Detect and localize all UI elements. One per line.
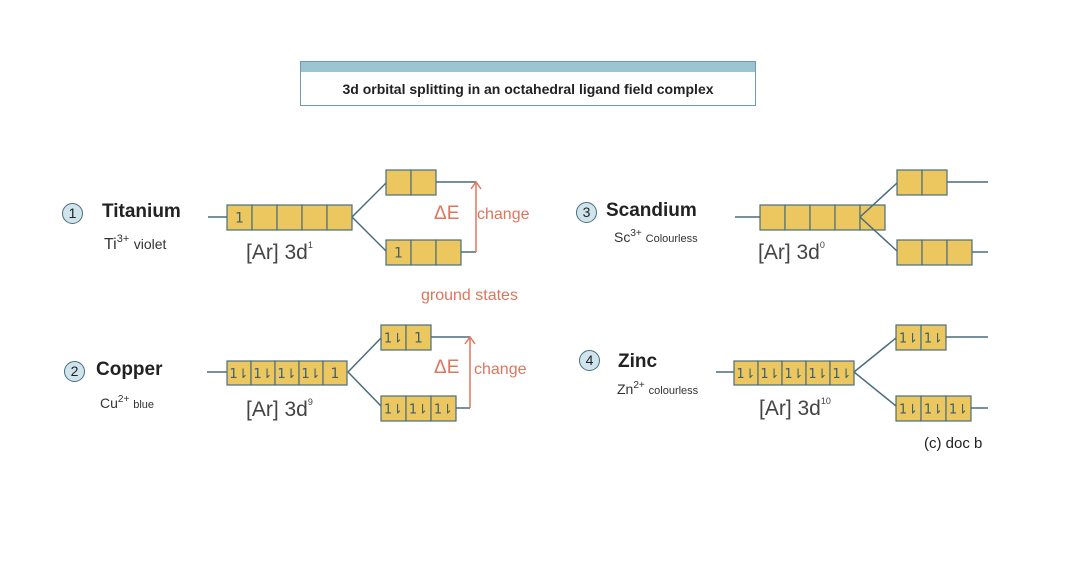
sc-degenerate-orbital-box bbox=[759, 204, 786, 231]
panel-number-4: 4 bbox=[579, 350, 600, 371]
delta-e-label-titanium: ΔE bbox=[434, 203, 460, 224]
sc-upper-orbital-box bbox=[896, 169, 923, 196]
zn-upper-orbital-box bbox=[920, 324, 947, 351]
zn-upper-paired-electrons: 1⇂ bbox=[924, 332, 943, 347]
config-zinc: [Ar] 3d10 bbox=[759, 396, 831, 420]
cu-degenerate-paired-electrons: 1⇂ bbox=[301, 367, 320, 382]
sc-degenerate-orbital-box bbox=[859, 204, 886, 231]
diagram-title: 3d orbital splitting in an octahedral li… bbox=[342, 81, 714, 97]
sc-lower-orbital-box bbox=[946, 239, 973, 266]
zn-degenerate-orbital-box bbox=[805, 360, 831, 386]
ti-lower-orbital-box bbox=[435, 239, 462, 266]
sc-degenerate-orbital-box bbox=[834, 204, 861, 231]
cu-split-line-upper bbox=[347, 337, 382, 373]
cu-upper-single-electron: 1 bbox=[414, 331, 423, 347]
ti-lower-orbital-box bbox=[410, 239, 437, 266]
panel-number-2: 2 bbox=[64, 361, 85, 382]
ti-degenerate-orbital-box bbox=[251, 204, 278, 231]
zn-degenerate-paired-electrons: 1⇂ bbox=[760, 367, 779, 382]
ti-upper-orbital-box bbox=[410, 169, 437, 196]
ion-label-scandium: Sc3+ Colourless bbox=[614, 228, 698, 245]
change-label-copper: change bbox=[474, 361, 527, 378]
cu-degenerate-paired-electrons: 1⇂ bbox=[229, 367, 248, 382]
cu-degenerate-paired-electrons: 1⇂ bbox=[253, 367, 272, 382]
ion-label-titanium: Ti3+ violet bbox=[104, 233, 167, 253]
cu-degenerate-orbital-box bbox=[250, 360, 276, 386]
ion-label-copper: Cu2+ blue bbox=[100, 394, 154, 411]
ti-split-line-lower bbox=[351, 216, 387, 252]
copyright: (c) doc b bbox=[924, 435, 983, 452]
cu-delta-arrowhead bbox=[464, 335, 476, 345]
sc-degenerate-orbital-box bbox=[809, 204, 836, 231]
zn-lower-paired-electrons: 1⇂ bbox=[899, 403, 918, 418]
sc-split-line-upper bbox=[859, 182, 898, 218]
zn-degenerate-paired-electrons: 1⇂ bbox=[784, 367, 803, 382]
sc-lower-orbital-box bbox=[896, 239, 923, 266]
cu-upper-paired-electrons: 1⇂ bbox=[384, 332, 403, 347]
change-label-titanium: change bbox=[477, 206, 530, 223]
element-name-scandium: Scandium bbox=[606, 200, 697, 221]
zn-lower-paired-electrons: 1⇂ bbox=[949, 403, 968, 418]
sc-degenerate-orbital-box bbox=[784, 204, 811, 231]
cu-degenerate-orbital-box bbox=[226, 360, 252, 386]
zn-degenerate-orbital-box bbox=[733, 360, 759, 386]
title-box: 3d orbital splitting in an octahedral li… bbox=[300, 61, 756, 106]
title-bar bbox=[301, 62, 755, 72]
sc-lower-orbital-box bbox=[921, 239, 948, 266]
ti-degenerate-single-electron: 1 bbox=[235, 211, 244, 227]
ti-lower-single-electron: 1 bbox=[394, 246, 403, 262]
element-name-zinc: Zinc bbox=[618, 351, 658, 372]
cu-lower-paired-electrons: 1⇂ bbox=[384, 403, 403, 418]
ti-split-line-upper bbox=[351, 182, 387, 218]
ti-upper-orbital-box bbox=[385, 169, 412, 196]
zn-split-line-lower bbox=[853, 371, 897, 407]
panel-number-3: 3 bbox=[576, 202, 597, 223]
zn-lower-paired-electrons: 1⇂ bbox=[924, 403, 943, 418]
cu-degenerate-paired-electrons: 1⇂ bbox=[277, 367, 296, 382]
ground-states-label: ground states bbox=[421, 287, 518, 304]
config-copper: [Ar] 3d9 bbox=[246, 397, 313, 421]
config-scandium: [Ar] 3d0 bbox=[758, 240, 825, 264]
zn-degenerate-paired-electrons: 1⇂ bbox=[832, 367, 851, 382]
element-name-copper: Copper bbox=[96, 359, 163, 380]
ti-delta-arrowhead bbox=[470, 180, 482, 190]
ti-degenerate-orbital-box bbox=[301, 204, 328, 231]
cu-degenerate-orbital-box bbox=[298, 360, 324, 386]
cu-degenerate-orbital-box bbox=[322, 360, 348, 386]
sc-split-line-lower bbox=[859, 216, 898, 252]
cu-lower-paired-electrons: 1⇂ bbox=[434, 403, 453, 418]
ion-label-zinc: Zn2+ colourless bbox=[617, 380, 699, 397]
cu-degenerate-single-electron: 1 bbox=[331, 366, 340, 382]
cu-degenerate-orbital-box bbox=[274, 360, 300, 386]
zn-degenerate-paired-electrons: 1⇂ bbox=[808, 367, 827, 382]
zn-degenerate-paired-electrons: 1⇂ bbox=[736, 367, 755, 382]
config-titanium: [Ar] 3d1 bbox=[246, 240, 313, 264]
cu-lower-orbital-box bbox=[380, 395, 407, 422]
sc-upper-orbital-box bbox=[921, 169, 948, 196]
zn-degenerate-orbital-box bbox=[757, 360, 783, 386]
zn-degenerate-orbital-box bbox=[829, 360, 855, 386]
zn-lower-orbital-box bbox=[945, 395, 972, 422]
cu-split-line-lower bbox=[347, 371, 382, 407]
zn-upper-orbital-box bbox=[895, 324, 922, 351]
zn-split-line-upper bbox=[853, 337, 897, 373]
element-name-titanium: Titanium bbox=[102, 201, 181, 222]
delta-e-label-copper: ΔE bbox=[434, 357, 460, 378]
ti-degenerate-orbital-box bbox=[276, 204, 303, 231]
panel-number-1: 1 bbox=[62, 203, 83, 224]
zn-lower-orbital-box bbox=[920, 395, 947, 422]
ti-degenerate-orbital-box bbox=[326, 204, 353, 231]
cu-lower-orbital-box bbox=[405, 395, 432, 422]
zn-upper-paired-electrons: 1⇂ bbox=[899, 332, 918, 347]
cu-lower-paired-electrons: 1⇂ bbox=[409, 403, 428, 418]
